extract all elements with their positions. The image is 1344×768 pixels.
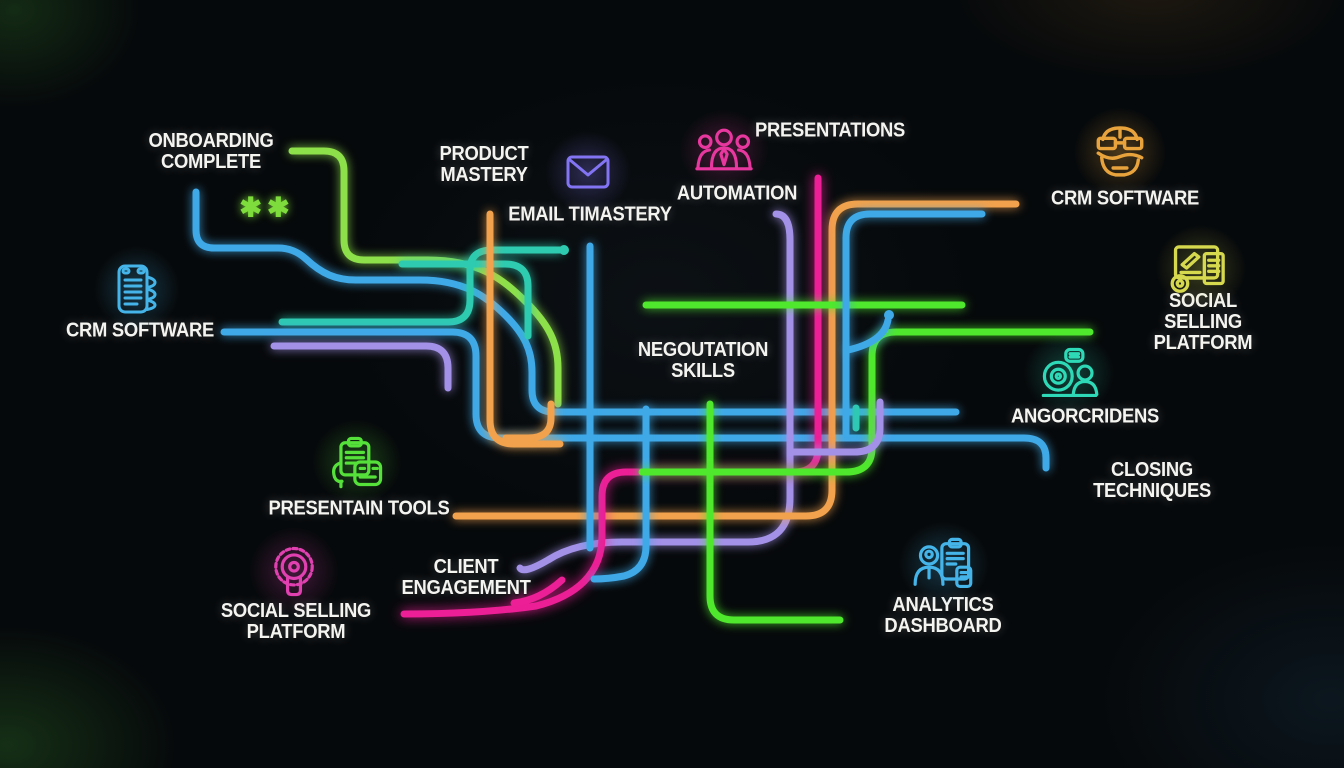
connector-presentations-to-social-left	[400, 174, 822, 618]
label-email-mastery: EMAIL TIMASTERY	[508, 203, 672, 226]
teal-line-endpoint-dot	[559, 245, 569, 255]
webcam-team-icon	[1008, 317, 1130, 429]
clipboard-chat-icon	[297, 405, 417, 519]
label-presentation-tools: PRESENTAIN TOOLS	[268, 497, 450, 520]
label-angorcridens: ANGORCRIDENS	[1011, 405, 1159, 428]
label-crm-software-left: CRM SOFTWARE	[66, 319, 214, 342]
label-product-mastery: PRODUCT MASTERY	[439, 142, 529, 186]
label-crm-software-right: CRM SOFTWARE	[1051, 187, 1199, 210]
gear-lens-icon	[234, 512, 354, 630]
label-analytics-dashboard: ANALYTICS DASHBOARD	[884, 593, 1002, 637]
connector-blue-dot-spur	[844, 316, 892, 354]
person-clipboard-icon	[883, 507, 1005, 621]
connector-to-social-selling-right	[638, 328, 1094, 476]
label-social-selling-right: SOCIAL SELLING PLATFORM	[1153, 290, 1253, 355]
team-icon	[664, 96, 784, 204]
label-client-engagement: CLIENT ENGAGEMENT	[401, 555, 531, 599]
label-presentations: PRESENTATIONS	[754, 119, 906, 142]
envelope-icon	[530, 117, 646, 227]
connector-teal-mid-spur	[398, 260, 532, 340]
blue-line-endpoint-dot	[884, 310, 894, 320]
label-automation: AUTOMATION	[676, 182, 798, 205]
label-negotiation-skills: NEGOUTATION SKILLS	[637, 338, 769, 382]
connector-automation-link	[516, 210, 794, 574]
connector-lavender-up-spur	[786, 398, 884, 456]
connector-onboarding-link	[288, 147, 562, 408]
connector-crm-left-purple	[270, 342, 452, 392]
connector-to-crm-right-blue	[842, 210, 986, 438]
connector-onboarding-to-angorcridens	[192, 188, 960, 416]
connector-orange-branch	[502, 400, 555, 442]
label-onboarding-complete: ONBOARDING COMPLETE	[148, 129, 274, 173]
connector-product-mastery-stem	[486, 210, 564, 448]
label-social-selling-left: SOCIAL SELLING PLATFORM	[220, 599, 372, 643]
connector-presentation-tools-to-crm-right	[452, 200, 1020, 520]
connector-crm-left-to-closing	[220, 328, 1050, 472]
screen-pencil-icon	[1140, 210, 1262, 326]
connector-crm-left-teal	[278, 246, 564, 326]
connector-client-engagement-curl	[510, 576, 566, 607]
robot-head-icon	[1058, 92, 1182, 212]
connector-negotiation-to-analytics	[706, 400, 844, 624]
label-closing-techniques: CLOSING TECHNIQUES	[1093, 458, 1211, 502]
connector-negotiation-blue-stem	[590, 405, 650, 583]
notebook-icon	[79, 231, 195, 347]
sparkle-asterisks: ✱✱	[239, 192, 295, 223]
